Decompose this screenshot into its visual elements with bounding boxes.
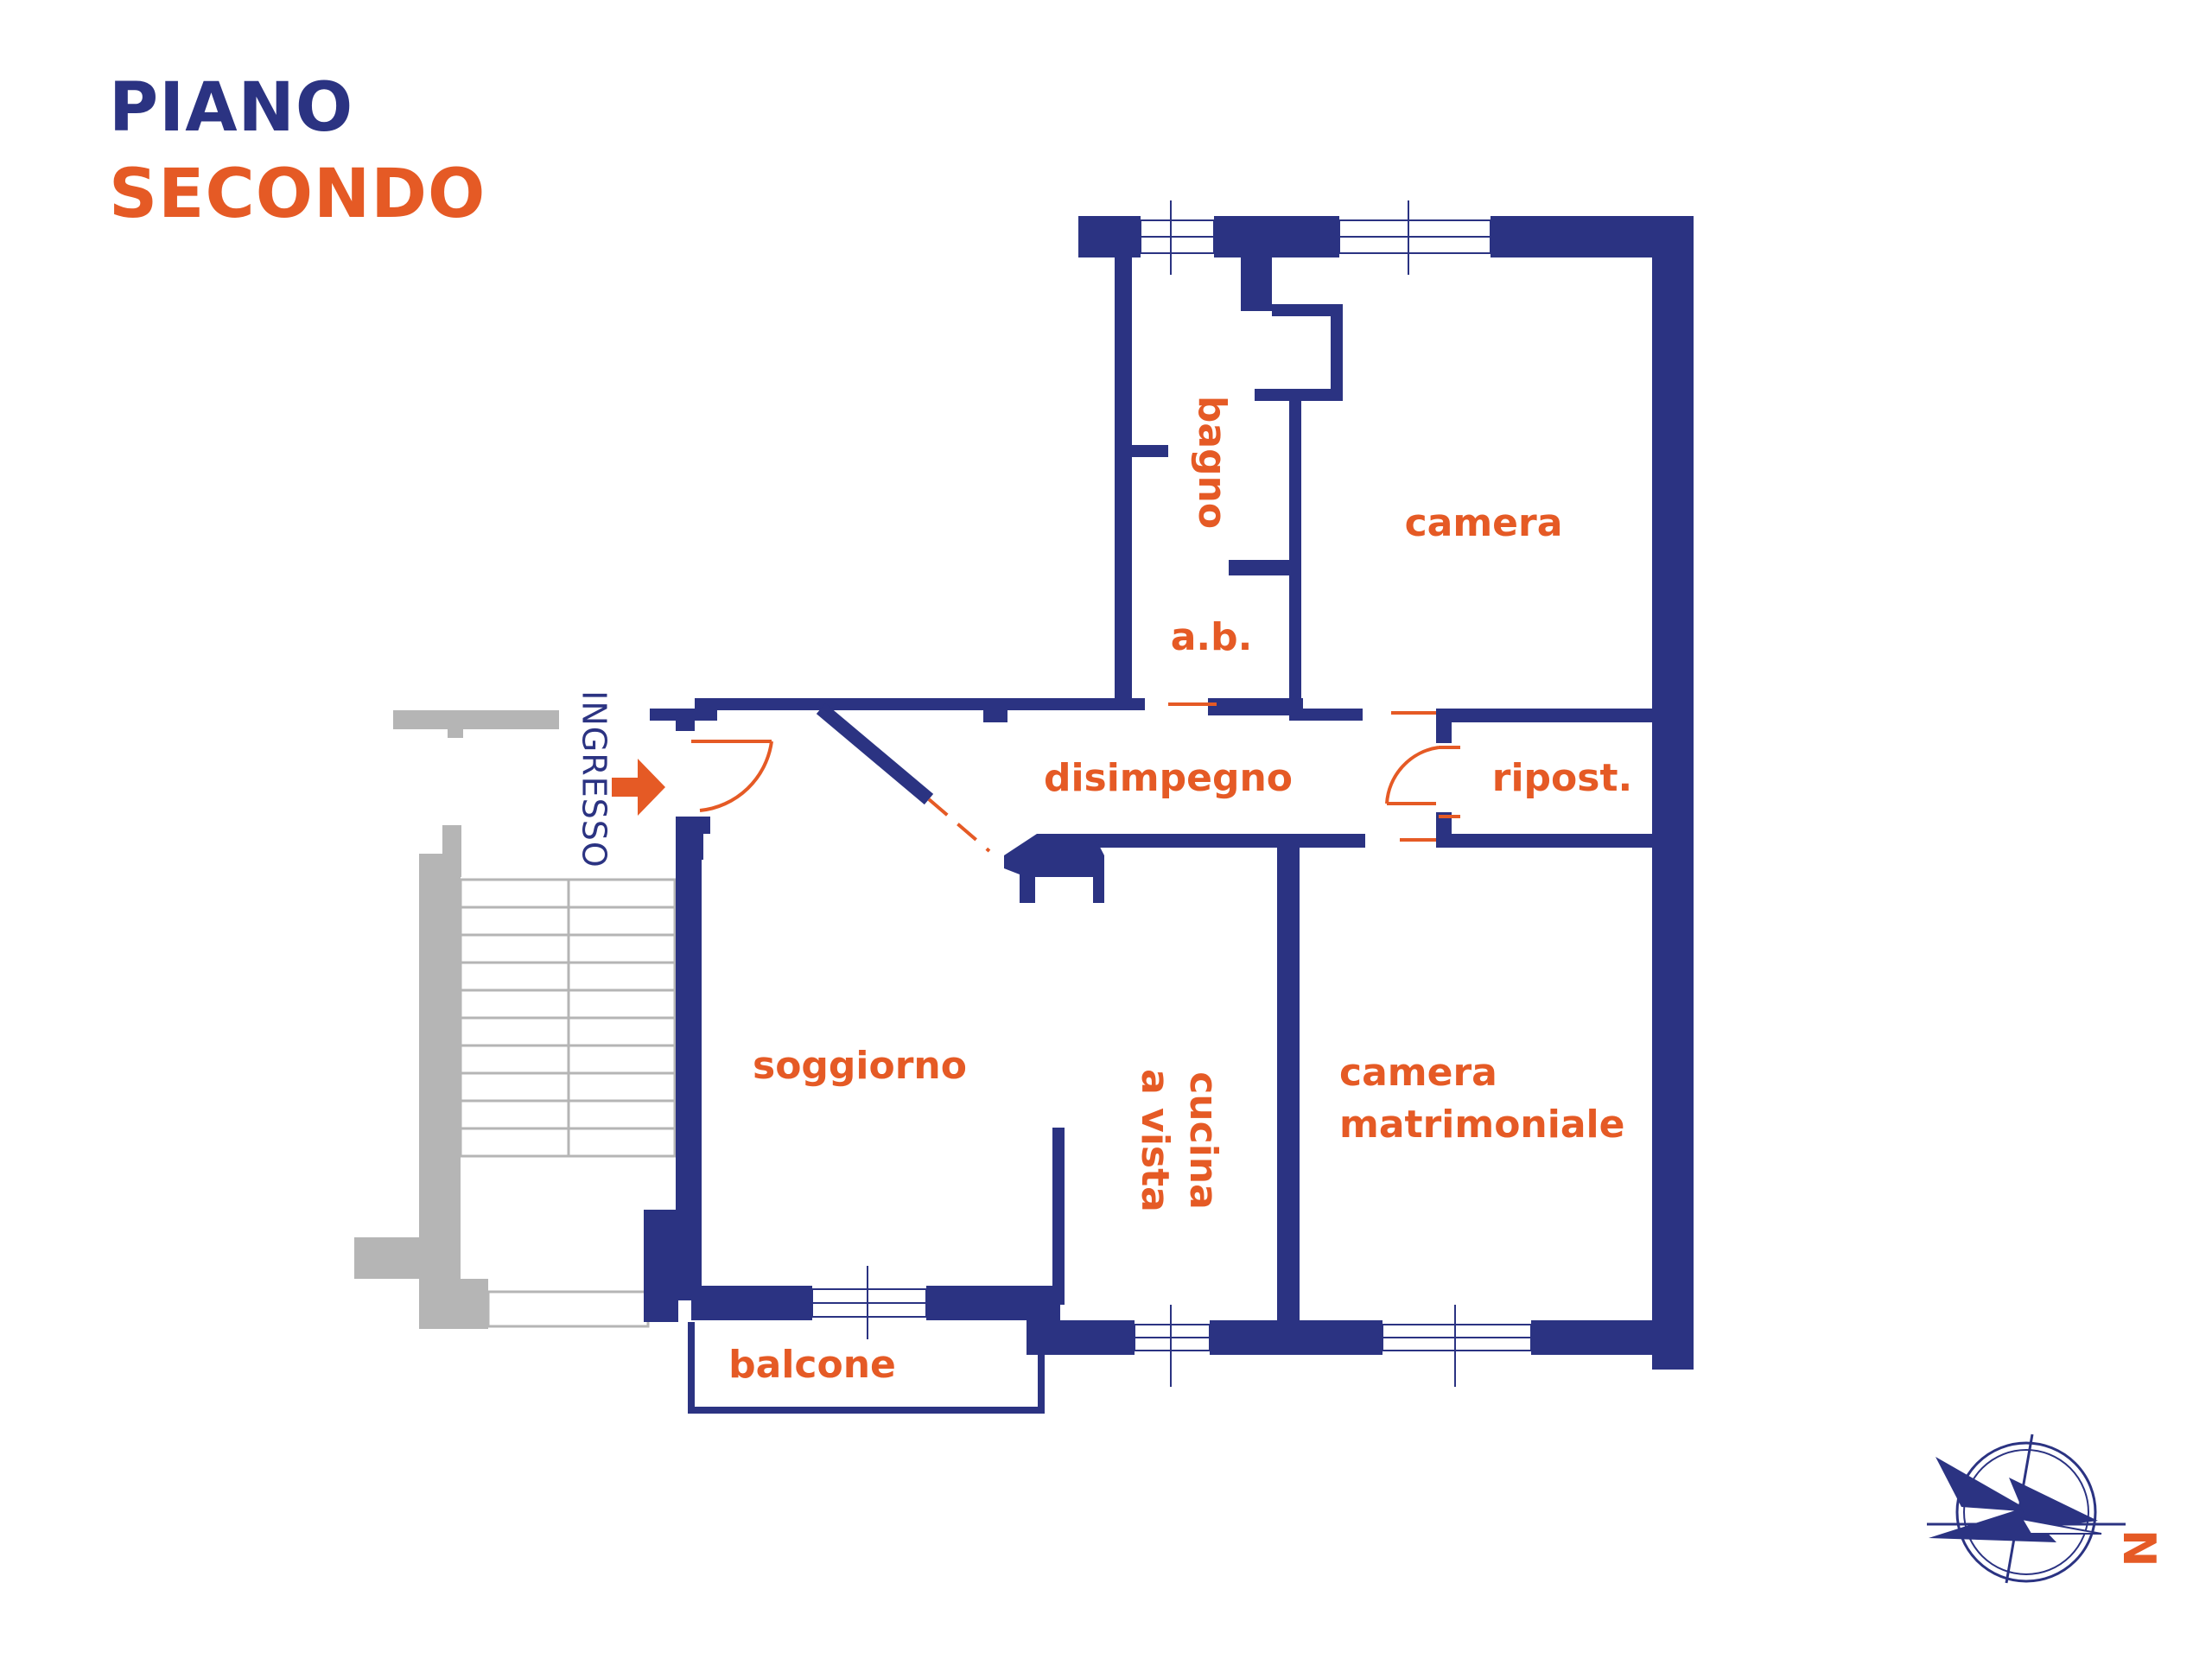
compass-rose-icon: [1927, 1433, 2126, 1584]
room-label-cucina: cucina a vista: [1133, 1069, 1225, 1212]
staircase: [354, 710, 559, 1329]
room-label-bagno: bagno: [1190, 396, 1234, 529]
doors: [691, 702, 1460, 853]
room-label-matrimoniale-line2: matrimoniale: [1339, 1103, 1624, 1147]
entrance-label: INGRESSO: [575, 690, 613, 868]
walls: [644, 216, 1694, 1370]
wall-outlines: [688, 702, 1045, 1414]
floor-title-line2: SECONDO: [109, 156, 486, 233]
room-label-matrimoniale-line1: camera: [1339, 1051, 1497, 1095]
room-label-cucina-line1: cucina: [1181, 1071, 1225, 1210]
room-label-ab: a.b.: [1171, 615, 1253, 659]
room-label-soggiorno: soggiorno: [753, 1044, 967, 1088]
room-label-disimpegno: disimpegno: [1044, 756, 1293, 800]
room-label-cucina-line2: a vista: [1133, 1069, 1177, 1212]
compass-north-label: N: [2113, 1529, 2164, 1567]
entrance-arrow-icon: [612, 759, 665, 816]
room-label-balcone: balcone: [728, 1343, 896, 1387]
floor-title-line1: PIANO: [109, 69, 354, 147]
room-label-ripost: ripost.: [1492, 756, 1632, 800]
room-label-camera: camera: [1405, 501, 1563, 545]
stair-steps: [459, 878, 677, 1328]
windows: [811, 200, 1532, 1387]
